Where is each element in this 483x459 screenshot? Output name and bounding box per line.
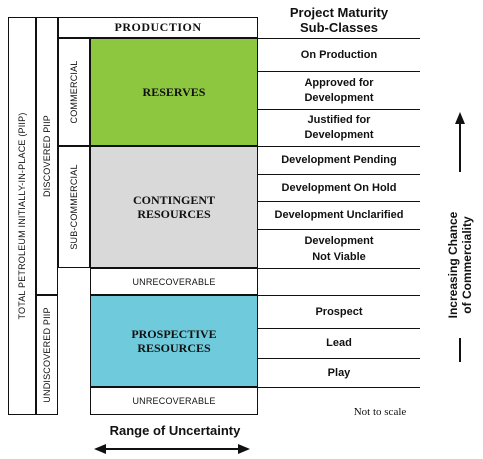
discovered-piip-column: DISCOVERED PIIP <box>36 17 58 295</box>
range-of-uncertainty-arrow-icon <box>94 444 250 454</box>
subclass-development-on-hold: Development On Hold <box>281 181 397 194</box>
production-box: PRODUCTION <box>58 17 258 38</box>
discovered-piip-label: DISCOVERED PIIP <box>42 114 52 198</box>
project-maturity-header: Project Maturity Sub-Classes <box>258 2 420 38</box>
undiscovered-piip-column: UNDISCOVERED PIIP <box>36 295 58 415</box>
project-maturity-title-line1: Project Maturity <box>289 5 389 20</box>
commercial-column: COMMERCIAL <box>58 38 90 146</box>
subclass-prospect: Prospect <box>315 305 363 318</box>
subclass-approved-for-development: Approved for Development <box>304 76 374 104</box>
prospective-label-line1: PROSPECTIVE <box>131 327 217 341</box>
subclass-line <box>257 174 420 175</box>
reserves-label: RESERVES <box>142 84 206 99</box>
subclass-line <box>257 358 420 359</box>
unrecoverable-label-2: UNRECOVERABLE <box>132 396 216 406</box>
project-maturity-title-line2: Sub-Classes <box>299 20 379 35</box>
unrecoverable-discovered-box: UNRECOVERABLE <box>90 268 258 295</box>
increasing-chance-arrow-icon <box>455 112 465 362</box>
subclass-line <box>257 109 420 110</box>
subclass-column-divider <box>257 38 258 415</box>
commercial-label: COMMERCIAL <box>69 60 79 124</box>
contingent-label-line1: CONTINGENT <box>132 193 215 207</box>
subclass-line <box>257 268 420 269</box>
prospective-resources-box: PROSPECTIVE RESOURCES <box>90 295 258 387</box>
subclass-line <box>257 146 420 147</box>
unrecoverable-undiscovered-box: UNRECOVERABLE <box>90 387 258 415</box>
subclass-line <box>257 328 420 329</box>
subclass-line <box>257 38 420 39</box>
not-to-scale-note: Not to scale <box>353 406 407 418</box>
reserves-box: RESERVES <box>90 38 258 146</box>
unrecoverable-label-1: UNRECOVERABLE <box>132 276 216 287</box>
range-of-uncertainty-label: Range of Uncertainty <box>109 422 241 438</box>
prospective-label-line2: RESOURCES <box>137 341 211 355</box>
sub-commercial-column: SUB-COMMERCIAL <box>58 146 90 268</box>
contingent-label-line2: RESOURCES <box>137 207 211 221</box>
subclass-line <box>257 71 420 72</box>
subclass-line <box>257 229 420 230</box>
subclass-line <box>257 295 420 296</box>
subclass-development-not-viable: Development Not Viable <box>304 235 374 263</box>
total-piip-label: TOTAL PETROLEUM INITIALLY-IN-PLACE (PIIP… <box>17 112 27 320</box>
subclass-development-pending: Development Pending <box>281 154 397 166</box>
sub-commercial-label: SUB-COMMERCIAL <box>69 164 79 250</box>
production-label: PRODUCTION <box>114 20 202 34</box>
contingent-resources-box: CONTINGENT RESOURCES <box>90 146 258 268</box>
subclass-play: Play <box>327 366 351 379</box>
subclass-line <box>257 201 420 202</box>
undiscovered-piip-label: UNDISCOVERED PIIP <box>42 307 52 403</box>
subclass-on-production: On Production <box>300 49 378 61</box>
subclass-development-unclarified: Development Unclarified <box>274 209 404 221</box>
subclass-justified-for-development: Justified for Development <box>304 114 374 141</box>
total-piip-column: TOTAL PETROLEUM INITIALLY-IN-PLACE (PIIP… <box>8 17 36 415</box>
subclass-line <box>257 387 420 388</box>
subclass-lead: Lead <box>326 337 352 349</box>
